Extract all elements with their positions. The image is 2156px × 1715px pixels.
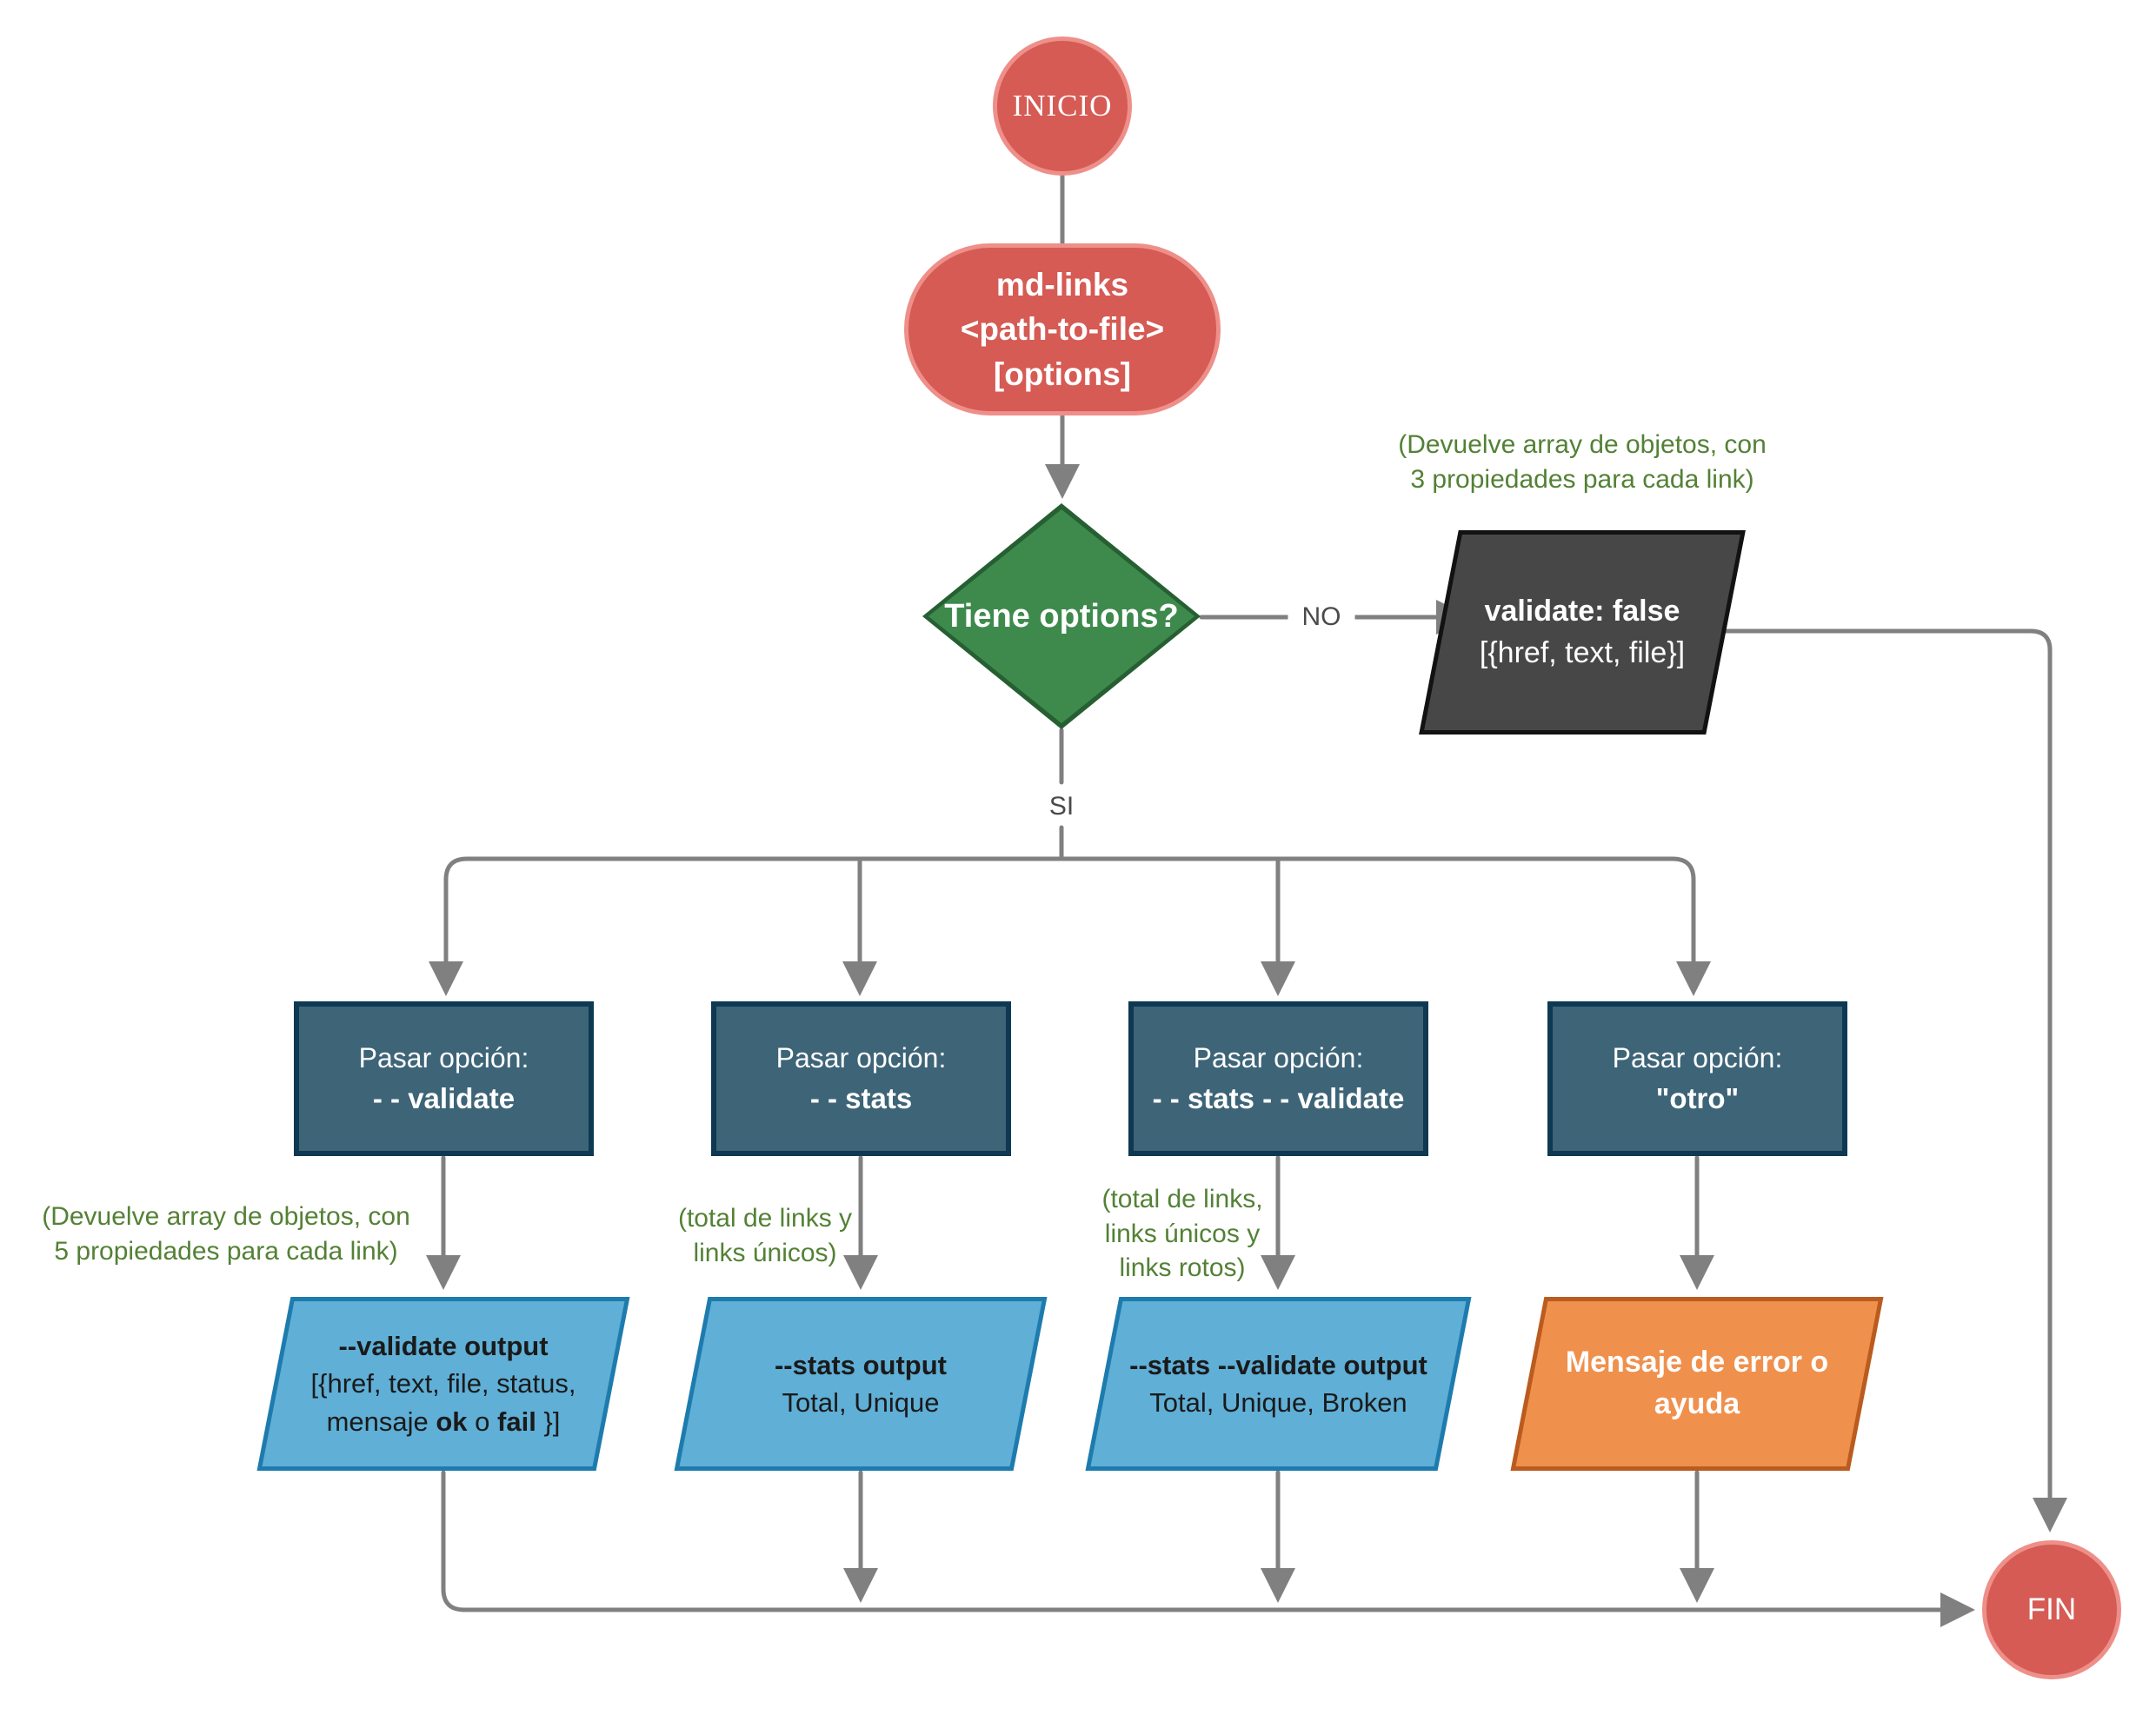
- error-message-node: Mensaje de error o ayuda: [1510, 1297, 1884, 1471]
- error-line1: Mensaje de error o: [1565, 1346, 1829, 1379]
- annotation-line: (Devuelve array de objetos, con: [42, 1202, 410, 1231]
- output-title: --validate output: [338, 1330, 549, 1361]
- validate-false-text: validate: false [{href, text, file}]: [1480, 591, 1685, 674]
- annotation-line: 5 propiedades para cada link): [54, 1236, 398, 1266]
- output-line3: mensaje ok o fail }]: [326, 1406, 561, 1437]
- validate-false-output-node: validate: false [{href, text, file}]: [1419, 530, 1746, 735]
- end-node: FIN: [1982, 1540, 2121, 1679]
- annotation-stats-validate-branch: (total de links, links únicos y links ro…: [1035, 1182, 1330, 1286]
- edge-label-si: SI: [1035, 790, 1088, 823]
- output-stats-node: --stats output Total, Unique: [674, 1297, 1048, 1471]
- command-line3: [options]: [993, 356, 1132, 392]
- option-value: "otro": [1655, 1082, 1740, 1115]
- output-detail: Total, Unique, Broken: [1149, 1387, 1407, 1418]
- command-node: md-links <path-to-file> [options]: [904, 243, 1221, 415]
- option-value: - - stats: [809, 1082, 913, 1115]
- output-stats-text: --stats output Total, Unique: [775, 1346, 947, 1422]
- annotation-no-branch: (Devuelve array de objetos, con 3 propie…: [1356, 428, 1808, 496]
- output-title: --stats output: [774, 1349, 948, 1380]
- annotation-line: links únicos): [693, 1238, 837, 1267]
- option-box-otro: Pasar opción: "otro": [1547, 1001, 1847, 1156]
- decision-label: Tiene options?: [944, 597, 1179, 635]
- option-value: - - stats - - validate: [1152, 1082, 1405, 1115]
- output-validate-text: --validate output [{href, text, file, st…: [311, 1327, 576, 1440]
- option-prefix: Pasar opción:: [775, 1041, 947, 1074]
- edge-split-bar: [429, 856, 1711, 996]
- annotation-validate-branch: (Devuelve array de objetos, con 5 propie…: [17, 1200, 435, 1268]
- output-title: --stats --validate output: [1129, 1349, 1427, 1380]
- option-prefix: Pasar opción:: [1193, 1041, 1364, 1074]
- command-line1: md-links: [995, 267, 1129, 303]
- option-box-stats-validate: Pasar opción: - - stats - - validate: [1128, 1001, 1428, 1156]
- annotation-line: links únicos y: [1104, 1219, 1261, 1248]
- option-value: - - validate: [372, 1082, 516, 1115]
- annotation-line: (total de links y: [677, 1204, 853, 1233]
- annotation-line: links rotos): [1119, 1253, 1246, 1283]
- annotation-line: 3 propiedades para cada link): [1410, 464, 1754, 494]
- end-label: FIN: [2026, 1592, 2077, 1626]
- start-label: INICIO: [1012, 89, 1113, 123]
- output-line2: [{href, text, file, status,: [310, 1368, 576, 1399]
- option-prefix: Pasar opción:: [358, 1041, 529, 1074]
- option-box-stats: Pasar opción: - - stats: [711, 1001, 1011, 1156]
- edge-validatefalse-to-end: [1704, 628, 2067, 1532]
- output-stats-validate-node: --stats --validate output Total, Unique,…: [1085, 1297, 1472, 1471]
- option-prefix: Pasar opción:: [1612, 1041, 1783, 1074]
- error-line2: ayuda: [1654, 1387, 1740, 1420]
- annotation-line: (Devuelve array de objetos, con: [1398, 430, 1767, 459]
- start-node: INICIO: [993, 37, 1132, 176]
- edge-label-no: NO: [1288, 601, 1355, 634]
- command-line2: <path-to-file>: [960, 311, 1165, 348]
- annotation-stats-branch: (total de links y links únicos): [600, 1201, 930, 1270]
- edge-merge-to-end: [441, 1470, 1975, 1627]
- output-detail: Total, Unique: [782, 1387, 940, 1418]
- annotation-line: (total de links,: [1101, 1185, 1263, 1213]
- option-box-validate: Pasar opción: - - validate: [294, 1001, 594, 1156]
- error-message-text: Mensaje de error o ayuda: [1566, 1342, 1828, 1425]
- output-stats-validate-text: --stats --validate output Total, Unique,…: [1129, 1346, 1427, 1422]
- output-validate-node: --validate output [{href, text, file, st…: [256, 1297, 630, 1471]
- validate-false-detail: [{href, text, file}]: [1479, 635, 1686, 669]
- validate-false-title: validate: false: [1484, 594, 1680, 628]
